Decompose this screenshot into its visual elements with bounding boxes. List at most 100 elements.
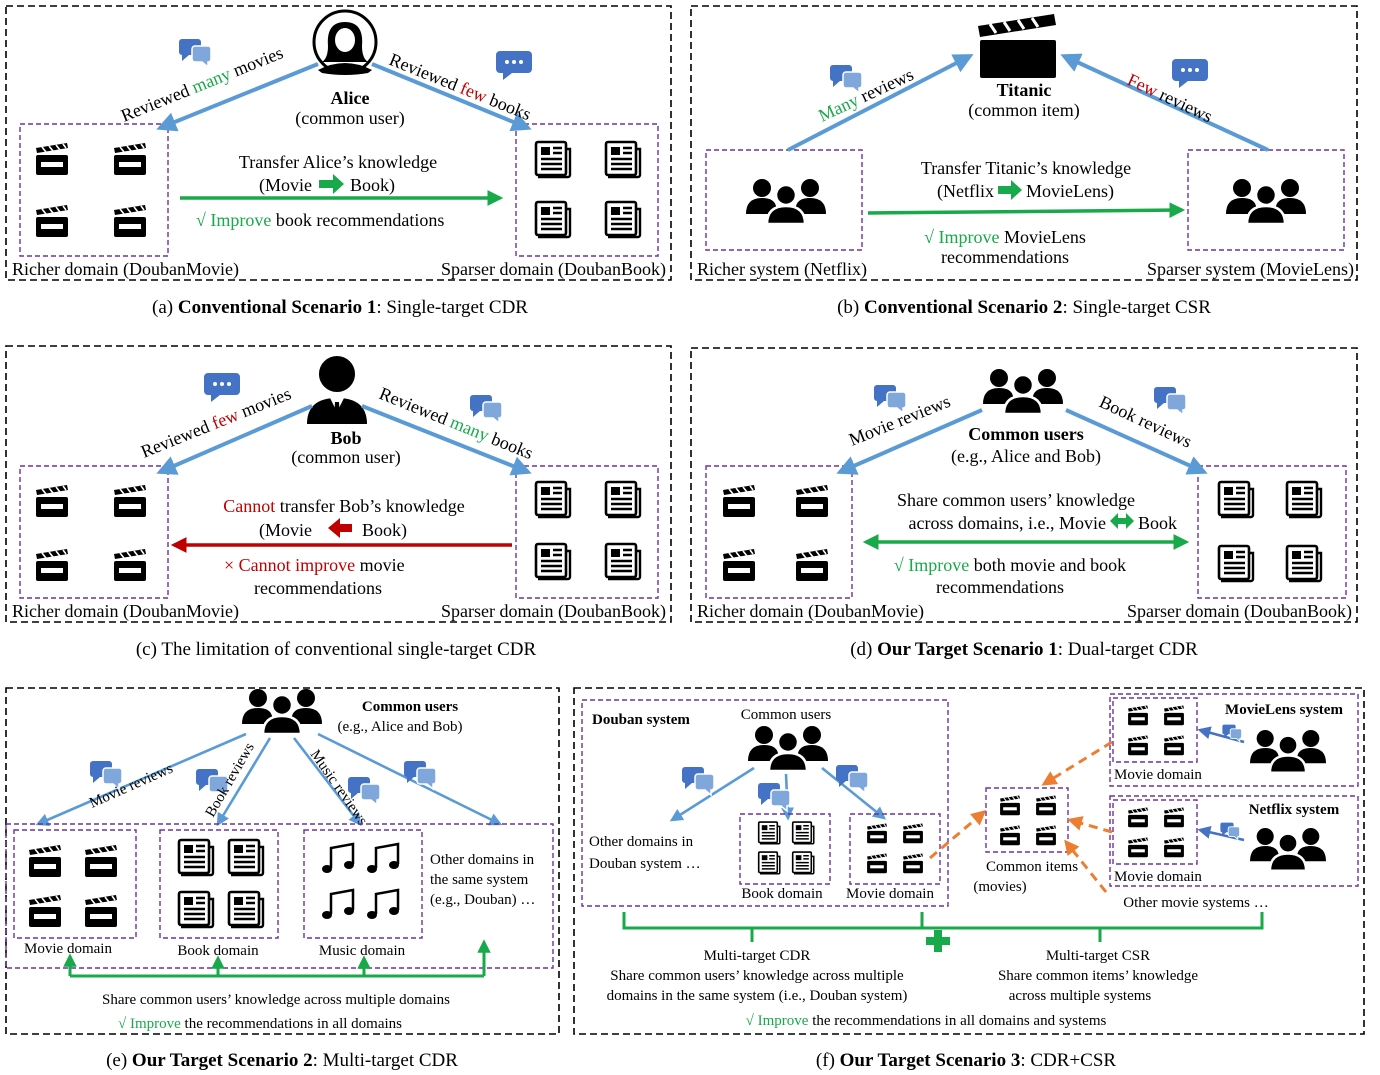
movie-reviews-arrow (35, 732, 247, 826)
movie-icon (1035, 824, 1057, 846)
movie-icon (35, 548, 69, 582)
music-domain-box (303, 829, 423, 939)
common-users-icon (746, 724, 830, 773)
movie-icon (999, 824, 1021, 846)
other-to-common-arrow (1064, 839, 1108, 893)
richer-domain-box (19, 123, 169, 257)
movie-icon (35, 204, 69, 238)
movie-icon (1163, 806, 1185, 828)
system-domains-box (5, 823, 554, 969)
cannot-improve-line2: recommendations (254, 578, 382, 598)
bob-movie-arrow (156, 404, 313, 475)
bidirectional-arrow-icon (1110, 513, 1134, 529)
richer-domain-box (705, 465, 853, 599)
panel-f: Douban system Common users Other domains… (573, 687, 1365, 1071)
movielens-reviews-arrow (1197, 726, 1245, 744)
book-icon (227, 838, 265, 877)
improve-line: √ Improve the recommendations in all dom… (118, 1016, 402, 1032)
improve-line: √ Improve MovieLens (924, 227, 1086, 247)
other-domains-line1: Other domains in (589, 834, 694, 850)
panel-d: Movie reviews Book reviews Common users … (690, 347, 1358, 660)
panel-b: Many reviews Few reviews Titanic (common… (690, 5, 1358, 318)
movie-domain-label: Movie domain (846, 886, 934, 902)
movie-icon (113, 484, 147, 518)
reviews-icon (204, 373, 240, 402)
users-group-icon (1248, 728, 1328, 774)
cannot-improve-line: × Cannot improve movie (224, 555, 405, 575)
douban-system-title: Douban system (592, 712, 690, 728)
movie-icon (113, 548, 147, 582)
sparser-domain-box (1197, 465, 1347, 599)
transfer-from: (Movie (259, 175, 312, 196)
netflix-movie-domain-box (1112, 799, 1198, 865)
movie-icon (28, 844, 62, 878)
movie-icon (1163, 704, 1185, 726)
transfer-arrow-icon (319, 174, 344, 194)
richer-domain-label: Richer domain (DoubanMovie) (697, 601, 924, 622)
alice-name: Alice (331, 88, 370, 108)
book-icon (757, 851, 781, 875)
share-line1: Share common users’ knowledge (897, 490, 1135, 510)
panel-f-frame (573, 687, 1365, 1035)
other-domains-line2: the same system (430, 872, 529, 888)
panel-c: Reviewed few movies Reviewed many books … (5, 345, 672, 660)
common-users-title: Common users (362, 699, 458, 715)
book-icon (1285, 480, 1323, 519)
book-domain-box (159, 829, 279, 939)
share-line2-book: Book (1138, 513, 1177, 533)
blocked-arrow-icon (328, 518, 352, 538)
movie-icon (1127, 836, 1149, 858)
transfer-to: Book) (350, 175, 395, 196)
improve-line: √ Improve the recommendations in all dom… (746, 1013, 1107, 1029)
caption-e: (e) Our Target Scenario 2: Multi-target … (106, 1050, 458, 1071)
music-domain-label: Music domain (319, 943, 406, 959)
cdr-bracket (622, 912, 924, 930)
music-reviews-arrow (292, 737, 362, 827)
movie-icon (1127, 806, 1149, 828)
reviews-icon (1153, 386, 1187, 416)
movie-reviews-arrow (836, 408, 983, 475)
users-group-icon (1248, 826, 1328, 872)
reviews-icon (757, 782, 791, 812)
music-note-icon (365, 888, 401, 921)
movie-icon (35, 142, 69, 176)
book-reviews-arrow (216, 737, 272, 827)
netflix-system-title: Netflix system (1249, 802, 1340, 818)
book-icon (227, 890, 265, 929)
transfer-line1: Transfer Titanic’s knowledge (921, 158, 1131, 178)
movie-icon (1163, 734, 1185, 756)
book-icon (177, 890, 215, 929)
transfer-arrow-icon (998, 180, 1022, 200)
book-icon (604, 140, 642, 179)
book-icon (604, 480, 642, 519)
titanic-movie-icon (978, 14, 1056, 78)
caption-f: (f) Our Target Scenario 3: CDR+CSR (816, 1050, 1116, 1071)
movie-icon (28, 894, 62, 928)
book-icon (177, 838, 215, 877)
bob-user-icon (307, 354, 367, 424)
movielens-to-common-arrow (1041, 740, 1113, 786)
reviews-icon (681, 766, 715, 796)
book-icon (791, 851, 815, 875)
share-label: Share common users’ knowledge across mul… (102, 992, 450, 1008)
improve-line2: recommendations (936, 577, 1064, 597)
richer-domain-label: Richer domain (DoubanMovie) (12, 601, 239, 622)
titanic-name: Titanic (997, 80, 1052, 100)
cdr-line1: Share common users’ knowledge across mul… (610, 968, 904, 984)
bob-role: (common user) (291, 447, 400, 468)
common-items-line1: Common items (986, 859, 1078, 875)
book-icon (534, 480, 572, 519)
alice-movie-arrow (156, 62, 319, 132)
few-reviews-arrow (1060, 53, 1269, 152)
sparser-domain-box (515, 123, 659, 257)
reviews-icon (1172, 59, 1208, 88)
movie-domain-label: Movie domain (24, 941, 112, 957)
sparser-system-label: Sparser system (MovieLens) (1147, 259, 1354, 280)
movie-icon (113, 204, 147, 238)
movie-icon (866, 852, 888, 874)
caption-d: (d) Our Target Scenario 1: Dual-target C… (850, 639, 1198, 660)
book-icon (604, 542, 642, 581)
transfer-to: MovieLens) (1026, 181, 1114, 202)
movielens-system-title: MovieLens system (1225, 702, 1343, 718)
caption-c: (c) The limitation of conventional singl… (136, 639, 537, 660)
